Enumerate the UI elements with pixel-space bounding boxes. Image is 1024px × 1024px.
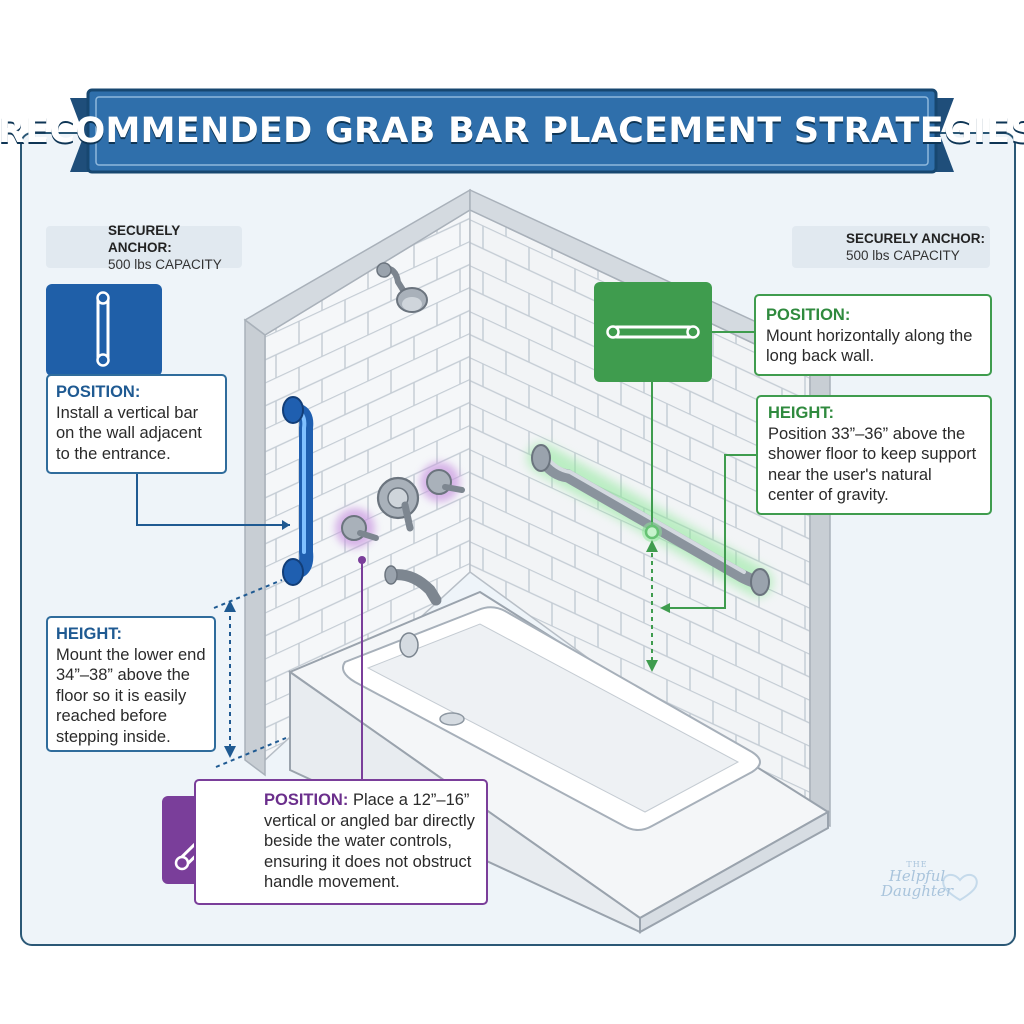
anchor-heading: SECURELY ANCHOR: xyxy=(846,231,986,246)
vertical-bar-icon xyxy=(46,284,162,376)
horizontal-bar-icon xyxy=(594,282,712,382)
back-wall-position-callout: POSITION: Mount horizontally along the l… xyxy=(754,294,992,376)
anchor-capacity: 500 lbs CAPACITY xyxy=(108,256,222,272)
watermark-line2: Helpful xyxy=(888,867,946,885)
anchor-heading: SECURELY ANCHOR: xyxy=(108,222,181,255)
callout-text: Install a vertical bar on the wall adjac… xyxy=(56,403,202,463)
title-banner xyxy=(70,88,954,174)
shower-head xyxy=(376,262,428,313)
entrance-height-callout: HEIGHT: Mount the lower end 34”–38” abov… xyxy=(46,616,216,752)
callout-heading: HEIGHT: xyxy=(56,625,122,643)
anchor-capacity-right: SECURELY ANCHOR: 500 lbs CAPACITY xyxy=(792,226,990,268)
callout-heading: POSITION: xyxy=(766,306,851,324)
callout-heading: HEIGHT: xyxy=(768,404,834,422)
page-title: RECOMMENDED GRAB BAR PLACEMENT STRATEGIE… xyxy=(0,111,1024,151)
entrance-grab-bar xyxy=(279,395,314,586)
water-controls xyxy=(335,462,465,606)
callout-text: Mount horizontally along the long back w… xyxy=(766,326,973,366)
watermark-logo xyxy=(942,873,978,902)
callout-text: Mount the lower end 34”–38” above the fl… xyxy=(56,645,206,746)
callout-text: Place a 12”–16” vertical or angled bar d… xyxy=(264,791,475,891)
anchor-capacity: 500 lbs CAPACITY xyxy=(846,248,960,263)
control-position-callout: POSITION: Place a 12”–16” vertical or an… xyxy=(194,779,488,905)
bathtub xyxy=(287,590,830,934)
anchor-capacity-left: SECURELY ANCHOR:500 lbs CAPACITY xyxy=(46,223,242,272)
callout-text: Position 33”–36” above the shower floor … xyxy=(768,424,977,505)
watermark: THE Helpful Daughter xyxy=(862,860,972,920)
watermark-line1: THE xyxy=(906,860,928,869)
watermark-line3: Daughter xyxy=(881,882,953,900)
callout-heading: POSITION: xyxy=(56,383,141,401)
back-wall-height-callout: HEIGHT: Position 33”–36” above the showe… xyxy=(756,395,992,515)
entrance-position-callout: POSITION: Install a vertical bar on the … xyxy=(46,374,227,474)
callout-heading: POSITION: xyxy=(264,791,349,809)
